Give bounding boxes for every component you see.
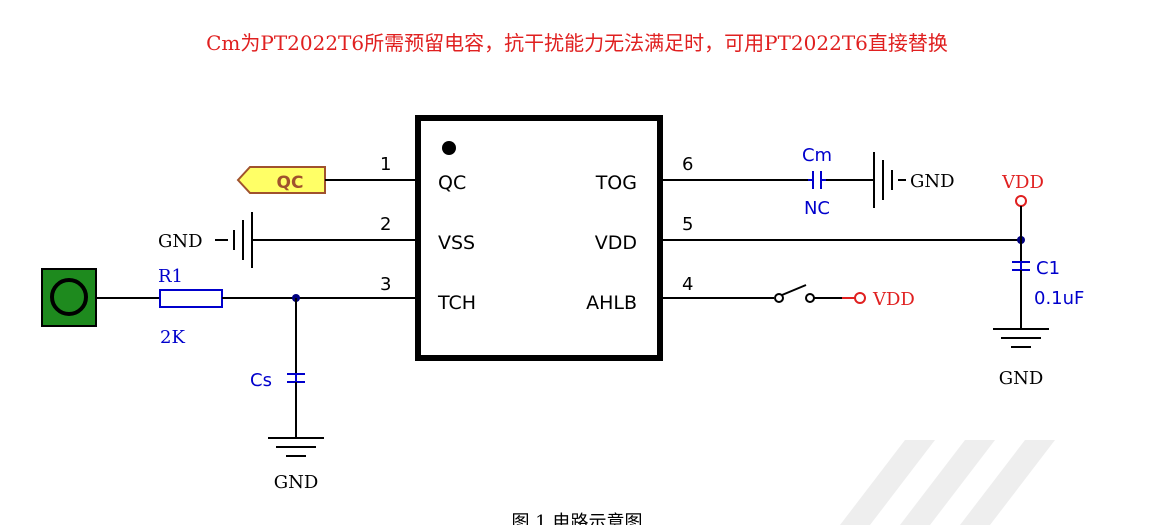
capacitor-c1: [1012, 261, 1030, 271]
pin-number-1: 1: [380, 154, 391, 175]
gnd-symbol-vss: [233, 212, 253, 268]
pin-number-4: 4: [682, 274, 693, 295]
vdd-label-rail: VDD: [1001, 172, 1044, 193]
gnd-symbol-c1: [993, 328, 1049, 348]
c1-ref-label: C1: [1036, 258, 1060, 279]
cs-ref-label: Cs: [250, 370, 272, 391]
pin1-marker: [442, 141, 456, 155]
resistor-r1: [159, 289, 223, 308]
cm-value-label: NC: [804, 198, 830, 219]
pin-number-5: 5: [682, 214, 693, 235]
r1-value-label: 2K: [160, 327, 185, 348]
touch-pad: [41, 268, 97, 327]
page-title: Cm为PT2022T6所需预留电容，抗干扰能力无法满足时，可用PT2022T6直…: [206, 31, 948, 55]
ic-body: [415, 115, 663, 361]
qc-port: QC: [236, 166, 326, 194]
pin-name-tog: TOG: [595, 172, 637, 194]
vdd-terminal-rail: [1015, 195, 1027, 207]
vdd-terminal-switch: [854, 292, 866, 304]
switch-ahlb: [774, 284, 815, 303]
pin-name-vdd: VDD: [595, 232, 637, 254]
vdd-label-switch: VDD: [872, 289, 915, 310]
gnd-label-cm: GND: [910, 171, 955, 192]
watermark: [840, 440, 1055, 525]
r1-ref-label: R1: [158, 266, 183, 287]
capacitor-cm: [808, 171, 826, 189]
pin-name-ahlb: AHLB: [586, 292, 637, 314]
capacitor-cs: [287, 373, 305, 383]
figure-caption: 图 1 电路示意图: [512, 512, 643, 525]
gnd-label-cs: GND: [274, 472, 319, 493]
c1-value-label: 0.1uF: [1034, 288, 1084, 309]
pin-number-3: 3: [380, 274, 391, 295]
pin-number-6: 6: [682, 154, 693, 175]
gnd-symbol-cs: [268, 437, 324, 457]
pin-number-2: 2: [380, 214, 391, 235]
pin-name-vss: VSS: [438, 232, 475, 254]
gnd-symbol-cm: [873, 152, 893, 208]
pin-name-tch: TCH: [437, 292, 476, 314]
qc-port-label: QC: [277, 173, 304, 193]
pin-name-qc: QC: [438, 172, 466, 194]
gnd-label-c1: GND: [999, 368, 1044, 389]
cm-ref-label: Cm: [802, 145, 832, 166]
gnd-label-vss: GND: [158, 231, 203, 252]
